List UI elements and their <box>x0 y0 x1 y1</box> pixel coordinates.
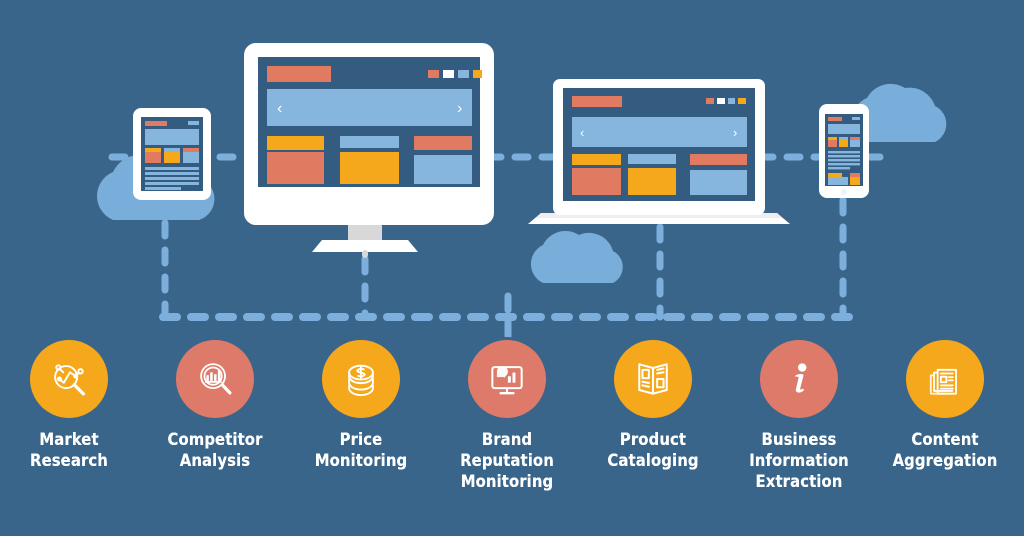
price-monitoring-badge[interactable] <box>322 340 400 418</box>
use-case-brand-reputation-monitoring[interactable]: Brand Reputation Monitoring <box>434 340 580 492</box>
price-monitoring-label: Price Monitoring <box>314 430 408 471</box>
stacked-documents-icon <box>929 368 957 395</box>
device-desktop-monitor: ‹ › <box>244 43 494 258</box>
coins-dollar-icon <box>348 364 374 397</box>
cloud-center <box>530 231 623 283</box>
device-tablet <box>133 108 211 200</box>
market-research-label: Market Research <box>30 430 108 471</box>
device-smartphone <box>819 104 869 198</box>
use-case-competitor-analysis[interactable]: Competitor Analysis <box>142 340 288 471</box>
device-laptop: ‹ › <box>528 79 790 224</box>
content-aggregation-label: Content Aggregation <box>892 430 998 471</box>
monitor-analytics-icon <box>491 366 523 395</box>
carousel-prev-arrow: ‹ <box>277 100 282 117</box>
laptop-carousel-next-arrow: › <box>733 125 737 140</box>
info-letter-icon <box>794 363 807 393</box>
use-case-business-information-extraction[interactable]: Business Information Extraction <box>726 340 872 492</box>
use-case-price-monitoring[interactable]: Price Monitoring <box>288 340 434 471</box>
magnifier-chart-icon <box>54 364 86 396</box>
product-cataloging-label: Product Cataloging <box>607 430 699 471</box>
magnifier-bars-icon <box>200 363 232 395</box>
cloud-right <box>852 83 947 142</box>
product-cataloging-badge[interactable] <box>614 340 692 418</box>
use-case-content-aggregation[interactable]: Content Aggregation <box>872 340 1018 471</box>
laptop-carousel-prev-arrow: ‹ <box>580 125 584 140</box>
brand-reputation-badge[interactable] <box>468 340 546 418</box>
content-aggregation-badge[interactable] <box>906 340 984 418</box>
competitor-analysis-label: Competitor Analysis <box>167 430 263 471</box>
brand-reputation-label: Brand Reputation Monitoring <box>460 430 554 492</box>
business-information-badge[interactable] <box>760 340 838 418</box>
business-information-label: Business Information Extraction <box>749 430 849 492</box>
open-catalog-icon <box>638 363 668 395</box>
use-case-row: Market Research <box>0 340 1024 520</box>
use-case-market-research[interactable]: Market Research <box>0 340 142 471</box>
market-research-badge[interactable] <box>30 340 108 418</box>
competitor-analysis-badge[interactable] <box>176 340 254 418</box>
carousel-next-arrow: › <box>457 100 462 117</box>
use-case-product-cataloging[interactable]: Product Cataloging <box>580 340 726 471</box>
